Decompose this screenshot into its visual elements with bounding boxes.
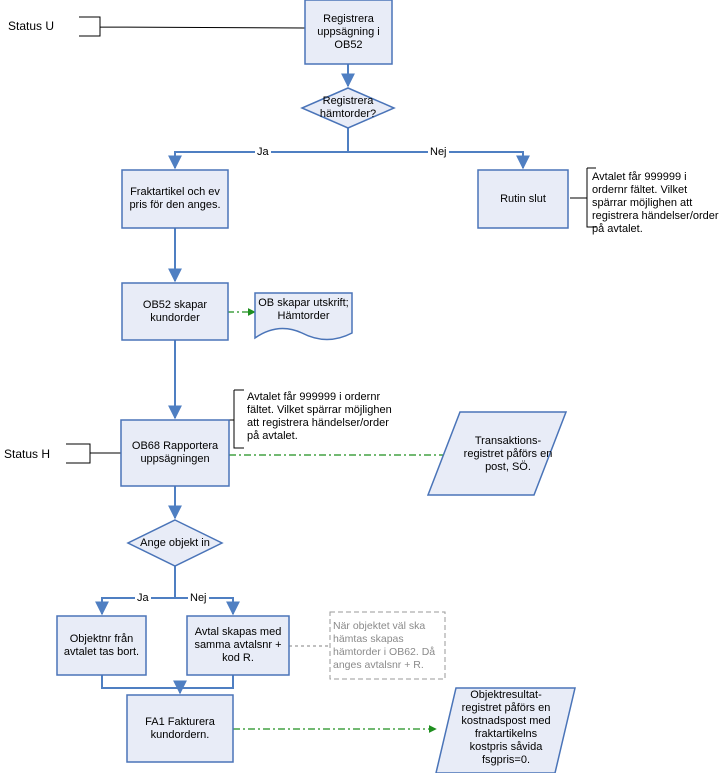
routine-end-note-bracket xyxy=(570,167,596,228)
label-agreement-created: Avtal skapas med samma avtalsnr + kod R. xyxy=(194,626,282,664)
label-register-pickup: Registrera hämtorder? xyxy=(319,95,377,120)
label-ob68-report: OB68 Rapportera uppsägningen xyxy=(131,440,219,465)
status-h-bracket xyxy=(66,443,121,464)
label-ob52-customer-order: OB52 skapar kundorder xyxy=(142,298,208,324)
edge-label-no-top: Nej xyxy=(428,146,449,158)
label-object-removed: Objektnr från avtalet tas bort. xyxy=(63,632,140,658)
box-routine-end xyxy=(477,169,569,229)
status-h-label: Status H xyxy=(4,447,51,461)
note-pickup: När objektet väl ska hämtas skapas hämto… xyxy=(333,620,436,671)
box-register-termination xyxy=(304,0,393,65)
doc-printout xyxy=(254,292,353,341)
parallelogram-objektresultat xyxy=(435,687,576,773)
status-brackets xyxy=(66,16,596,464)
note-routine-end: Avtalet får 999999 i ordernr fältet. Vil… xyxy=(592,171,719,235)
box-ob68-report xyxy=(120,419,230,487)
label-printout-doc: OB skapar utskrift; Hämtorder xyxy=(258,297,349,322)
label-transaction-register: Transaktions-registret påförs en post, S… xyxy=(463,434,553,473)
box-freight-article xyxy=(121,169,229,229)
label-objektresultat-register: Objektresultat-registret påförs en kostn… xyxy=(461,689,551,766)
connector-lines xyxy=(95,64,530,695)
label-routine-end: Rutin slut xyxy=(500,192,546,205)
ob68-note-bracket xyxy=(229,389,244,449)
edge-label-no-bottom: Nej xyxy=(188,592,209,604)
dashed-links xyxy=(227,308,453,733)
box-fa1-invoice xyxy=(126,694,234,763)
edge-label-yes-top: Ja xyxy=(255,146,271,158)
edge-label-yes-bottom: Ja xyxy=(135,592,151,604)
decision-register-pickup xyxy=(300,87,396,129)
arrow-question-to-ja xyxy=(95,566,176,616)
box-ob52-customer-order xyxy=(121,282,229,341)
line-right-to-fa1 xyxy=(180,675,234,689)
label-fa1-invoice: FA1 Fakturera kundordern. xyxy=(145,715,215,741)
arrow-question-to-no xyxy=(348,151,530,170)
label-freight-article: Fraktartikel och ev pris för den anges. xyxy=(129,186,221,211)
status-u-label: Status U xyxy=(8,19,55,33)
status-u-bracket xyxy=(79,16,306,37)
parallelogram-transaction xyxy=(426,411,568,496)
flow-shapes xyxy=(56,0,576,773)
note-pickup-frame xyxy=(329,611,446,680)
box-agreement-created xyxy=(186,615,290,676)
label-register-termination: Registrera uppsägning i OB52 xyxy=(317,12,380,51)
arrow-left-to-fa1 xyxy=(101,675,187,695)
note-ob68: Avtalet får 999999 i ordernr fältet. Vil… xyxy=(247,391,392,442)
box-object-removed xyxy=(56,615,147,676)
decision-specify-object xyxy=(126,519,224,567)
label-specify-object: Ange objekt in xyxy=(140,536,210,549)
